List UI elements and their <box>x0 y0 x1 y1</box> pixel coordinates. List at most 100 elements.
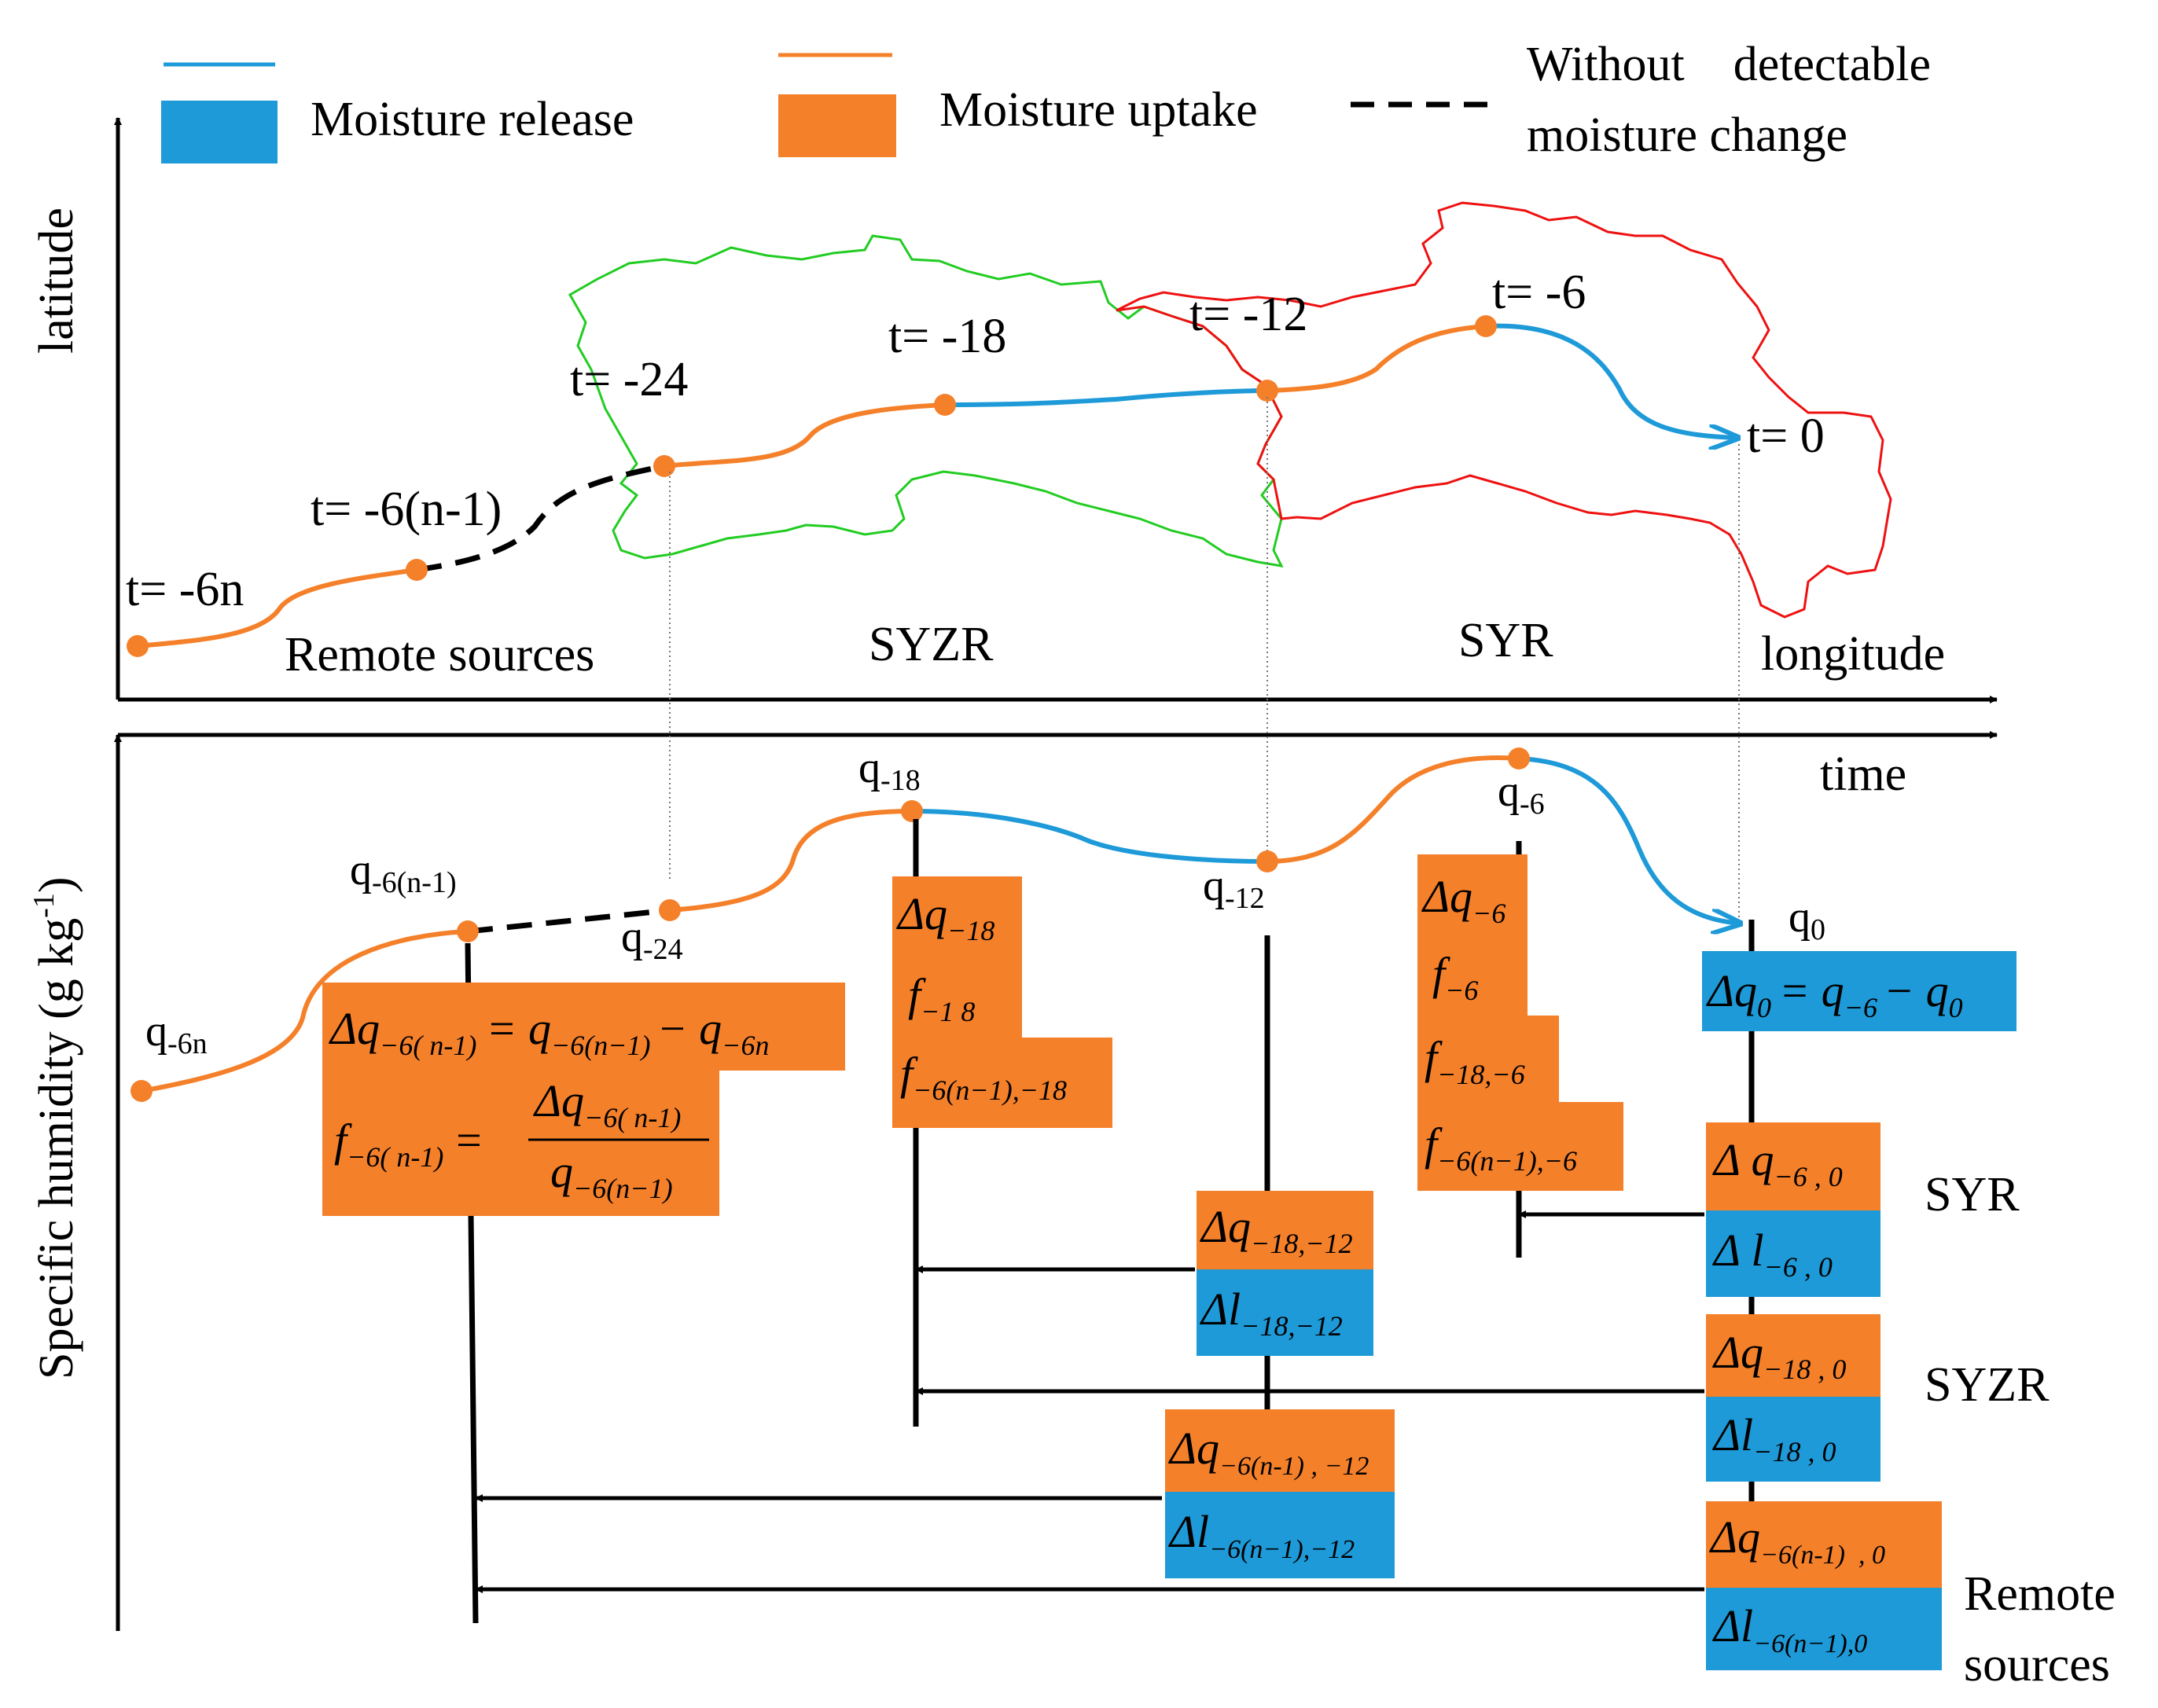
right-label-remote-2: sources <box>1964 1638 2110 1691</box>
right-label-syzr: SYZR <box>1925 1358 2050 1412</box>
b0e-s: −6(n-1) , 0 <box>1760 1541 1885 1570</box>
box-18-upper <box>892 876 1022 1038</box>
humidity-label-close: ) <box>30 877 83 894</box>
box-6n1: Δq−6( n-1)= q−6(n−1)− q−6n f−6( n-1)= Δq… <box>322 983 845 1216</box>
b18-l2-s: −1 8 <box>921 996 975 1027</box>
b18-l3-s: −6(n−1),−18 <box>913 1074 1067 1106</box>
legend-nochange-label-1: Without detectable <box>1527 38 1931 91</box>
box-0-c-text: Δq−18 , 0 <box>1712 1327 1846 1385</box>
b12a-s: −18,−12 <box>1251 1228 1353 1259</box>
contribution-arrows <box>475 1210 1704 1593</box>
eq2-num: Δq <box>533 1075 584 1126</box>
b0b-b: Δ l <box>1712 1225 1764 1276</box>
box-12-a-text: Δq−18,−12 <box>1200 1201 1353 1259</box>
q18-sub: -18 <box>880 764 921 797</box>
box-0-f <box>1706 1588 1942 1670</box>
point-t-18 <box>934 394 956 416</box>
legend-uptake-label: Moisture uptake <box>939 83 1258 137</box>
region-syr-label: SYR <box>1458 614 1553 667</box>
trajectory-release-syr <box>1485 323 1739 438</box>
box-0-f-text: Δl−6(n−1),0 <box>1712 1600 1867 1658</box>
humidity-label: Specific humidity (g kg-1) <box>28 877 83 1380</box>
boxes-12: Δq−18,−12 Δl−18,−12 Δq−6(n-1) , −12 Δl−6… <box>1165 1191 1395 1578</box>
b0b-s: −6 , 0 <box>1764 1251 1833 1283</box>
b18-l1-b: Δq <box>896 888 947 939</box>
b6-l1-s: −6 <box>1472 898 1505 929</box>
right-label-syr: SYR <box>1925 1168 2020 1221</box>
box-18-l1: Δq−18 <box>896 888 994 946</box>
legend-uptake-swatch <box>778 94 896 157</box>
hpoint-12 <box>1256 850 1278 872</box>
label-t-18: t= -18 <box>888 310 1006 363</box>
hpoint-24 <box>659 899 681 921</box>
box-6-b <box>1417 1016 1559 1102</box>
label-t-6: t= -6 <box>1492 266 1586 319</box>
longitude-label: longitude <box>1761 627 1945 681</box>
eq1-lhs: Δq <box>329 1003 380 1054</box>
q-label-12: q-12 <box>1203 861 1265 915</box>
q0-base: q <box>1789 893 1811 942</box>
q6-sub: -6 <box>1520 788 1545 821</box>
eq2-lhs-sub: −6( n-1) <box>347 1141 443 1173</box>
humidity-release-syzr <box>911 809 1268 864</box>
eq2-num-sub: −6( n-1) <box>584 1102 681 1133</box>
humidity-curve <box>131 747 1741 1102</box>
box-0-d <box>1706 1397 1880 1482</box>
label-t-6n: t= -6n <box>126 563 244 616</box>
eq2-eq: = <box>453 1115 483 1166</box>
box-0-rect <box>1702 951 2016 1031</box>
b0-s2: −6 <box>1844 992 1877 1023</box>
b0d-b: Δl <box>1712 1409 1753 1460</box>
hpoint-18 <box>901 800 923 822</box>
q-label-6: q-6 <box>1498 767 1545 821</box>
b0-minus: − q <box>1884 965 1949 1016</box>
q6n1-base: q <box>350 846 372 894</box>
q-label-6n: q-6n <box>145 1007 208 1060</box>
eq1-minus: − q <box>657 1003 722 1054</box>
box-6: Δq−6 f−6 f−18,−6 f−6(n−1),−6 <box>1417 854 1623 1191</box>
box-6n1-num: Δq−6( n-1) <box>533 1075 681 1133</box>
latitude-label: latitude <box>30 208 83 354</box>
b12b-s: −18,−12 <box>1241 1310 1343 1342</box>
box-6n1-lower <box>322 1071 719 1216</box>
b18-l1-s: −18 <box>947 915 994 946</box>
b0f-s: −6(n−1),0 <box>1753 1629 1867 1658</box>
q6n-base: q <box>145 1007 167 1056</box>
box-6n1-den: q−6(n−1) <box>550 1146 673 1204</box>
b0a-b: Δ q <box>1712 1134 1774 1185</box>
legend: Moisture release Moisture uptake Without… <box>161 38 1931 163</box>
box-0-b <box>1706 1210 1880 1297</box>
legend-release-swatch <box>161 101 278 163</box>
boxes-0: Δ q−6 , 0 Δ l−6 , 0 Δq−18 , 0 Δl−18 , 0 … <box>1706 1122 1942 1670</box>
box-0-c <box>1706 1314 1880 1397</box>
right-label-remote-1: Remote <box>1964 1567 2116 1621</box>
humidity-label-text: Specific humidity (g kg <box>30 918 83 1379</box>
projection-lines <box>669 397 1740 920</box>
b0c-b: Δq <box>1712 1327 1763 1378</box>
label-t-12: t= -12 <box>1189 288 1307 341</box>
box-0-eq: Δq0= q−6− q0 <box>1706 965 1963 1023</box>
label-t-0: t= 0 <box>1747 410 1825 463</box>
eq2-den-sub: −6(n−1) <box>573 1173 673 1204</box>
trajectory-nochange <box>416 463 665 573</box>
box-12-c-text: Δq−6(n-1) , −12 <box>1168 1423 1369 1481</box>
box-0-e <box>1706 1501 1942 1588</box>
q-label-0: q0 <box>1789 893 1825 946</box>
point-t-12 <box>1256 380 1278 402</box>
hpoint-6 <box>1508 747 1530 770</box>
eq1-rhs2-sub: −6n <box>722 1030 769 1061</box>
box-6-l3: f−18,−6 <box>1425 1032 1525 1090</box>
b6-l3-s: −18,−6 <box>1437 1059 1525 1090</box>
b12d-s: −6(n−1),−12 <box>1209 1535 1355 1564</box>
q12-base: q <box>1203 861 1225 910</box>
b0f-b: Δl <box>1712 1600 1753 1651</box>
box-6n1-eq1: Δq−6( n-1)= q−6(n−1)− q−6n <box>329 1003 769 1061</box>
syr-boundary <box>1116 201 1892 619</box>
box-0-a-text: Δ q−6 , 0 <box>1712 1134 1843 1192</box>
b12d-b: Δl <box>1168 1506 1209 1557</box>
b0a-s: −6 , 0 <box>1774 1161 1843 1192</box>
q0-sub: 0 <box>1811 913 1825 946</box>
box-0-e-text: Δq−6(n-1) , 0 <box>1709 1511 1885 1570</box>
point-t-6n1 <box>406 559 428 581</box>
trajectory-uptake-syzr <box>664 402 946 468</box>
